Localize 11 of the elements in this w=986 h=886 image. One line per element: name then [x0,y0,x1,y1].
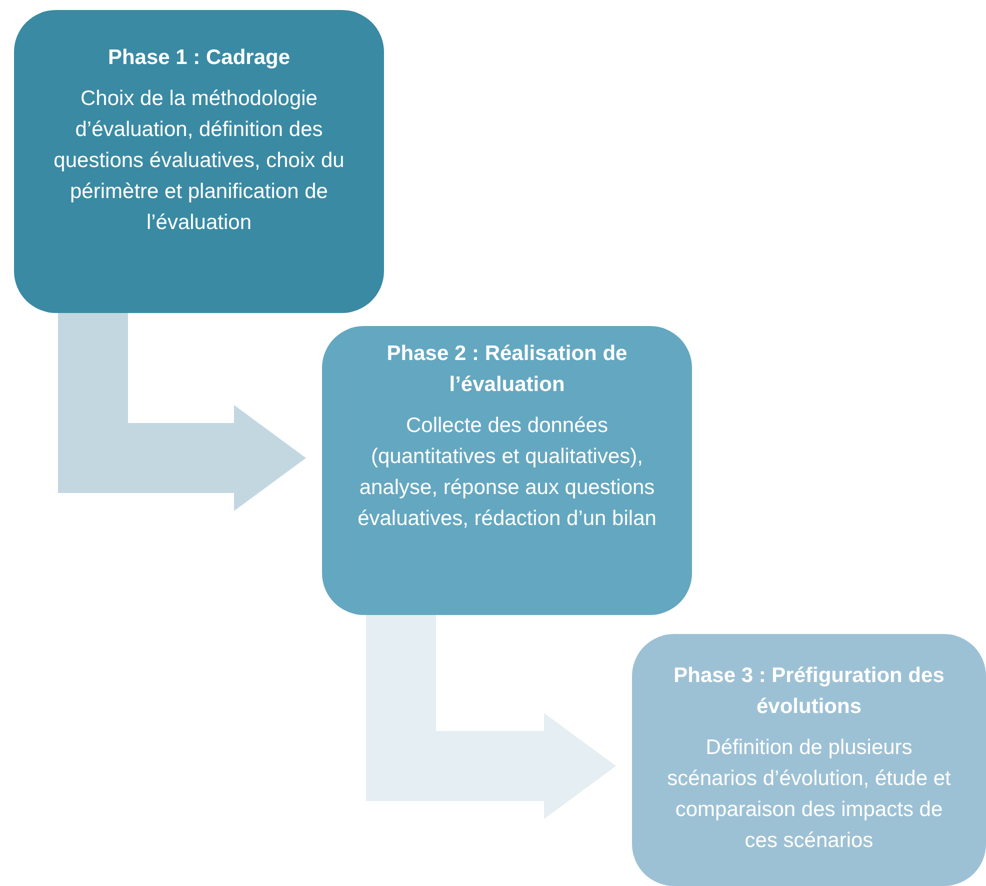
phase-box [322,326,692,615]
phase-title: Phase 2 : Réalisation de l’évaluation [386,341,628,398]
phase-title: Phase 1 : Cadrage [106,45,292,71]
phase-description: Définition de plusieurs scénarios d’évolution, étude et comparaison des impacts de ces scénarios [666,735,952,854]
phase-description: Choix de la méthodologie d’évaluation, définition des questions évaluatives, choix du périmètre et planification de l’évaluation [52,86,346,236]
phase-title: Phase 3 : Préfiguration des évolutions [672,663,946,720]
phase-description: Collecte des données (quantitatives et qualitatives), analyse, réponse aux questions évaluatives, rédaction d’un bilan [356,413,658,532]
phase-box [14,10,384,313]
bent-arrow [366,615,616,819]
phase-box [632,634,986,886]
bent-arrow [58,313,306,511]
